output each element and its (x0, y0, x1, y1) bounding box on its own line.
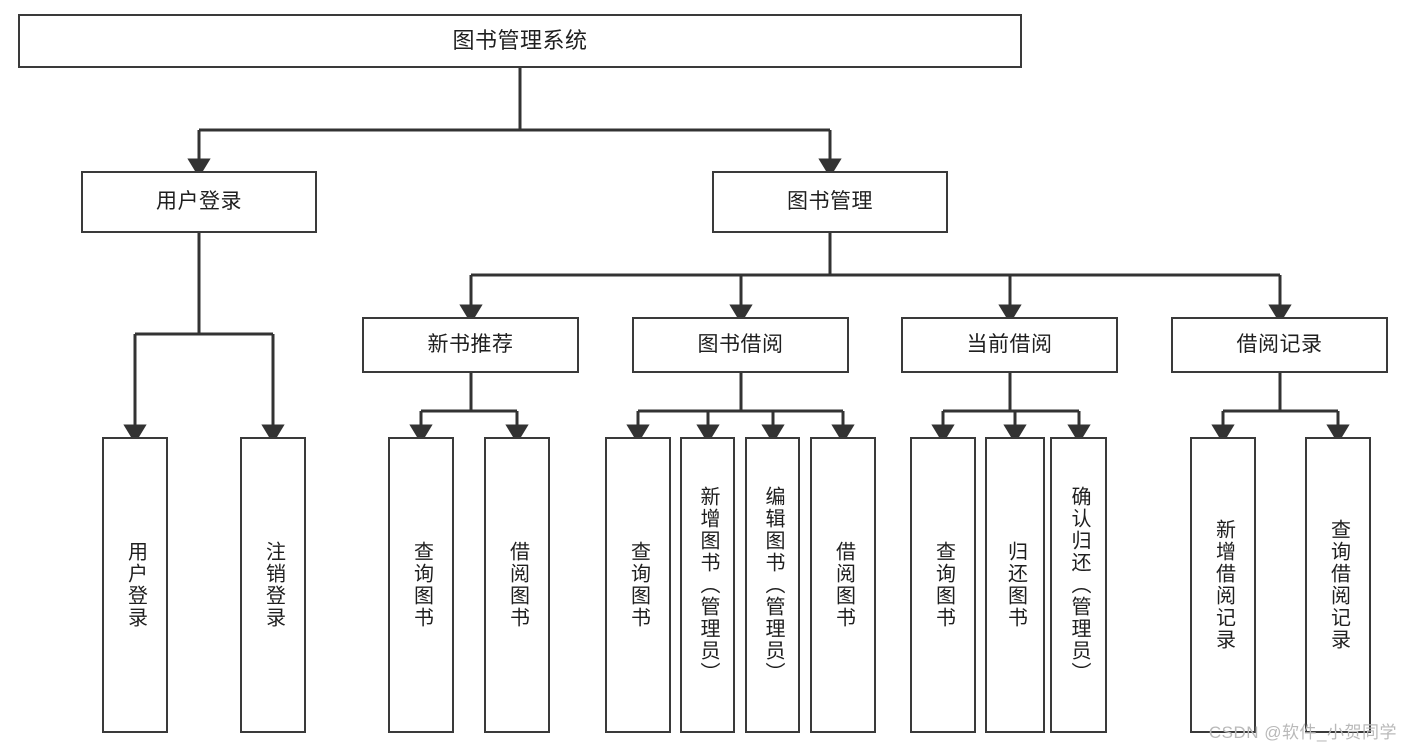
node-leaf-query-book-1[interactable]: 查询图书 (388, 437, 454, 733)
node-label-leaf-add-record: 新增借阅记录 (1212, 519, 1235, 651)
node-leaf-confirm-return[interactable]: 确认归还（管理员） (1050, 437, 1107, 733)
node-label-leaf-confirm-return: 确认归还（管理员） (1068, 486, 1090, 684)
node-leaf-query-book-2[interactable]: 查询图书 (605, 437, 671, 733)
node-leaf-query-book-3[interactable]: 查询图书 (910, 437, 976, 733)
node-leaf-add-book[interactable]: 新增图书（管理员） (680, 437, 735, 733)
node-leaf-logout[interactable]: 注销登录 (240, 437, 306, 733)
node-label-user-login: 用户登录 (156, 189, 242, 213)
node-leaf-add-record[interactable]: 新增借阅记录 (1190, 437, 1256, 733)
node-label-root: 图书管理系统 (452, 28, 588, 54)
node-label-current-borrow: 当前借阅 (966, 332, 1053, 356)
node-leaf-edit-book[interactable]: 编辑图书（管理员） (745, 437, 800, 733)
node-label-book-management: 图书管理 (787, 189, 873, 213)
node-label-leaf-user-login: 用户登录 (124, 541, 147, 629)
node-leaf-user-login[interactable]: 用户登录 (102, 437, 168, 733)
node-label-leaf-return-book: 归还图书 (1004, 541, 1027, 629)
node-label-leaf-add-book: 新增图书（管理员） (697, 486, 719, 684)
node-book-borrow[interactable]: 图书借阅 (632, 317, 849, 373)
node-label-leaf-query-book-2: 查询图书 (627, 541, 650, 629)
node-label-leaf-edit-book: 编辑图书（管理员） (762, 486, 784, 684)
node-borrow-record[interactable]: 借阅记录 (1171, 317, 1388, 373)
node-user-login[interactable]: 用户登录 (81, 171, 317, 233)
node-current-borrow[interactable]: 当前借阅 (901, 317, 1118, 373)
node-new-book-recommend[interactable]: 新书推荐 (362, 317, 579, 373)
node-label-book-borrow: 图书借阅 (697, 332, 784, 356)
node-label-new-book-recommend: 新书推荐 (427, 332, 514, 356)
node-root[interactable]: 图书管理系统 (18, 14, 1022, 68)
node-book-management[interactable]: 图书管理 (712, 171, 948, 233)
node-label-leaf-borrow-book-2: 借阅图书 (832, 541, 855, 629)
node-leaf-borrow-book-2[interactable]: 借阅图书 (810, 437, 876, 733)
node-label-leaf-query-book-1: 查询图书 (410, 541, 433, 629)
node-label-leaf-query-record: 查询借阅记录 (1327, 519, 1350, 651)
node-label-leaf-borrow-book-1: 借阅图书 (506, 541, 529, 629)
node-label-borrow-record: 借阅记录 (1236, 332, 1323, 356)
node-leaf-query-record[interactable]: 查询借阅记录 (1305, 437, 1371, 733)
edges-group (123, 68, 1350, 444)
node-label-leaf-logout: 注销登录 (262, 541, 285, 629)
node-leaf-return-book[interactable]: 归还图书 (985, 437, 1045, 733)
node-leaf-borrow-book-1[interactable]: 借阅图书 (484, 437, 550, 733)
node-label-leaf-query-book-3: 查询图书 (932, 541, 955, 629)
